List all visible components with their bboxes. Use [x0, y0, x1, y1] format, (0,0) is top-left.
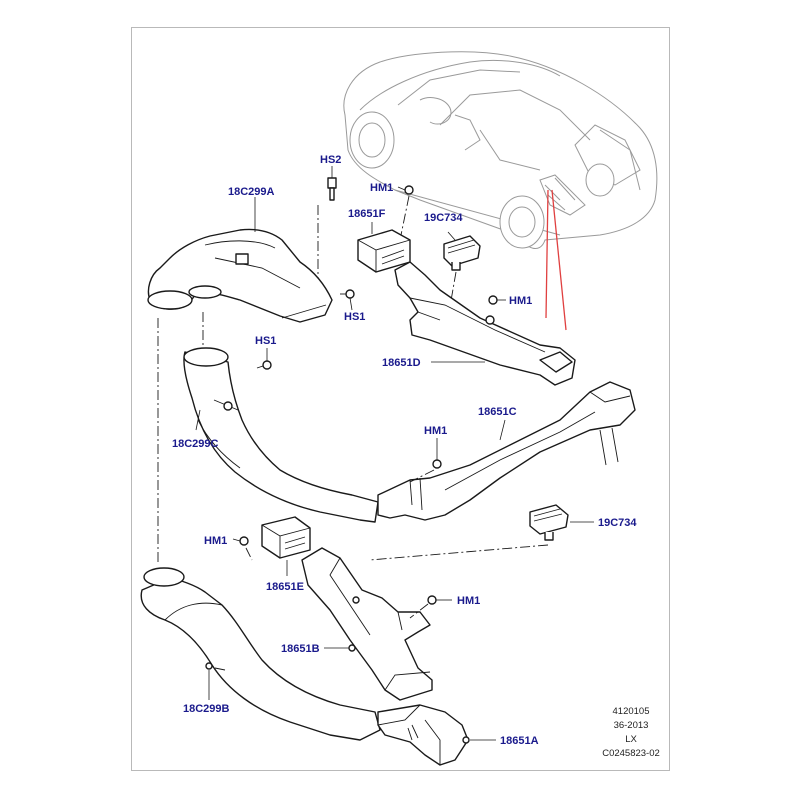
label-18c299a: 18C299A — [228, 186, 275, 198]
duct-18c299a — [147, 197, 333, 323]
label-18651a: 18651A — [500, 735, 539, 747]
label-18651c: 18651C — [478, 406, 517, 418]
reference-code: C0245823-02 — [602, 748, 660, 759]
duct-18c299c — [183, 347, 379, 523]
label-18651f: 18651F — [348, 208, 386, 220]
outlet-18651f — [357, 222, 411, 273]
label-hs1-right: HS1 — [344, 311, 365, 323]
hm1-top-clip — [397, 185, 414, 241]
label-19c734-bottom: 19C734 — [598, 517, 637, 529]
duct-18651c — [377, 381, 636, 521]
label-18651d: 18651D — [382, 357, 421, 369]
label-hs1-left: HS1 — [255, 335, 276, 347]
hs1-left-screw — [202, 312, 272, 370]
callout-labels: HS2 18C299A HM1 18651F 19C734 HM1 HS1 HS… — [172, 154, 637, 747]
duct-18651b — [301, 547, 433, 701]
vehicle-illustration — [343, 51, 658, 331]
label-18c299b: 18C299B — [183, 703, 230, 715]
reference-date: 36-2013 — [614, 720, 649, 731]
reference-block: 4120105 36-2013 LX C0245823-02 — [602, 706, 660, 759]
hm1-lower-left-clip — [232, 536, 253, 561]
sensor-19c734-top — [443, 231, 481, 319]
label-18651e: 18651E — [266, 581, 304, 593]
duct-18651d — [394, 261, 576, 386]
duct-18c299b — [140, 567, 381, 741]
label-hm1-middle: HM1 — [424, 425, 447, 437]
label-hs2: HS2 — [320, 154, 341, 166]
label-hm1-top: HM1 — [370, 182, 393, 194]
label-hm1-lower-left: HM1 — [204, 535, 227, 547]
reference-number: 4120105 — [613, 706, 650, 717]
hm1-middle-clip — [409, 438, 442, 483]
label-18c299c: 18C299C — [172, 438, 219, 450]
hs1-right-screw — [340, 289, 355, 311]
hm1-lower-clip — [409, 595, 452, 619]
hs2-screw — [317, 166, 337, 290]
label-hm1-lower: HM1 — [457, 595, 480, 607]
label-19c734-top: 19C734 — [424, 212, 463, 224]
label-hm1-upper-right: HM1 — [509, 295, 532, 307]
reference-model: LX — [625, 734, 637, 745]
hm1-upper-right-clip — [488, 295, 506, 305]
outlet-18651e — [261, 516, 311, 576]
outlet-18651a — [377, 704, 496, 766]
sensor-19c734-bottom — [369, 504, 594, 561]
label-18651b: 18651B — [281, 643, 320, 655]
